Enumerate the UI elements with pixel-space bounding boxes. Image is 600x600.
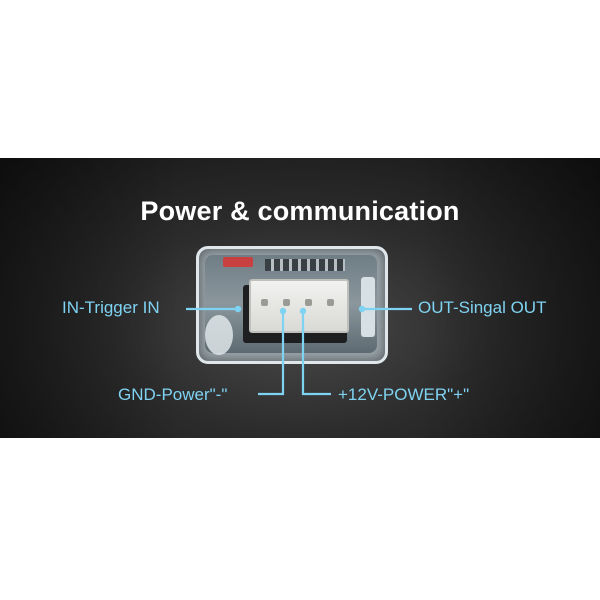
gnd-callout-line [258, 313, 285, 396]
in-trigger-label: IN-Trigger IN [62, 298, 160, 317]
v12-power-label: +12V-POWER"+" [338, 385, 470, 404]
four-pin-connector [249, 279, 349, 333]
circuit-board-photo [196, 246, 388, 364]
gnd-callout-dot [279, 307, 287, 315]
board-traces [265, 259, 345, 271]
out-callout-dot [358, 305, 366, 313]
v12-callout-line [301, 313, 331, 396]
board-surface [205, 255, 377, 355]
gnd-power-label: GND-Power"-" [118, 385, 228, 404]
connector-pin-out [327, 299, 334, 306]
in-callout-dot [234, 305, 242, 313]
v12-callout-dot [299, 307, 307, 315]
capacitor-shape [205, 315, 233, 355]
title: Power & communication [140, 196, 460, 226]
connector-pin-gnd [283, 299, 290, 306]
connector-pin-12v [305, 299, 312, 306]
out-signal-label: OUT-Singal OUT [418, 298, 547, 317]
connector-pin-in [261, 299, 268, 306]
board-edge-strip [361, 277, 375, 337]
red-component [223, 257, 253, 267]
